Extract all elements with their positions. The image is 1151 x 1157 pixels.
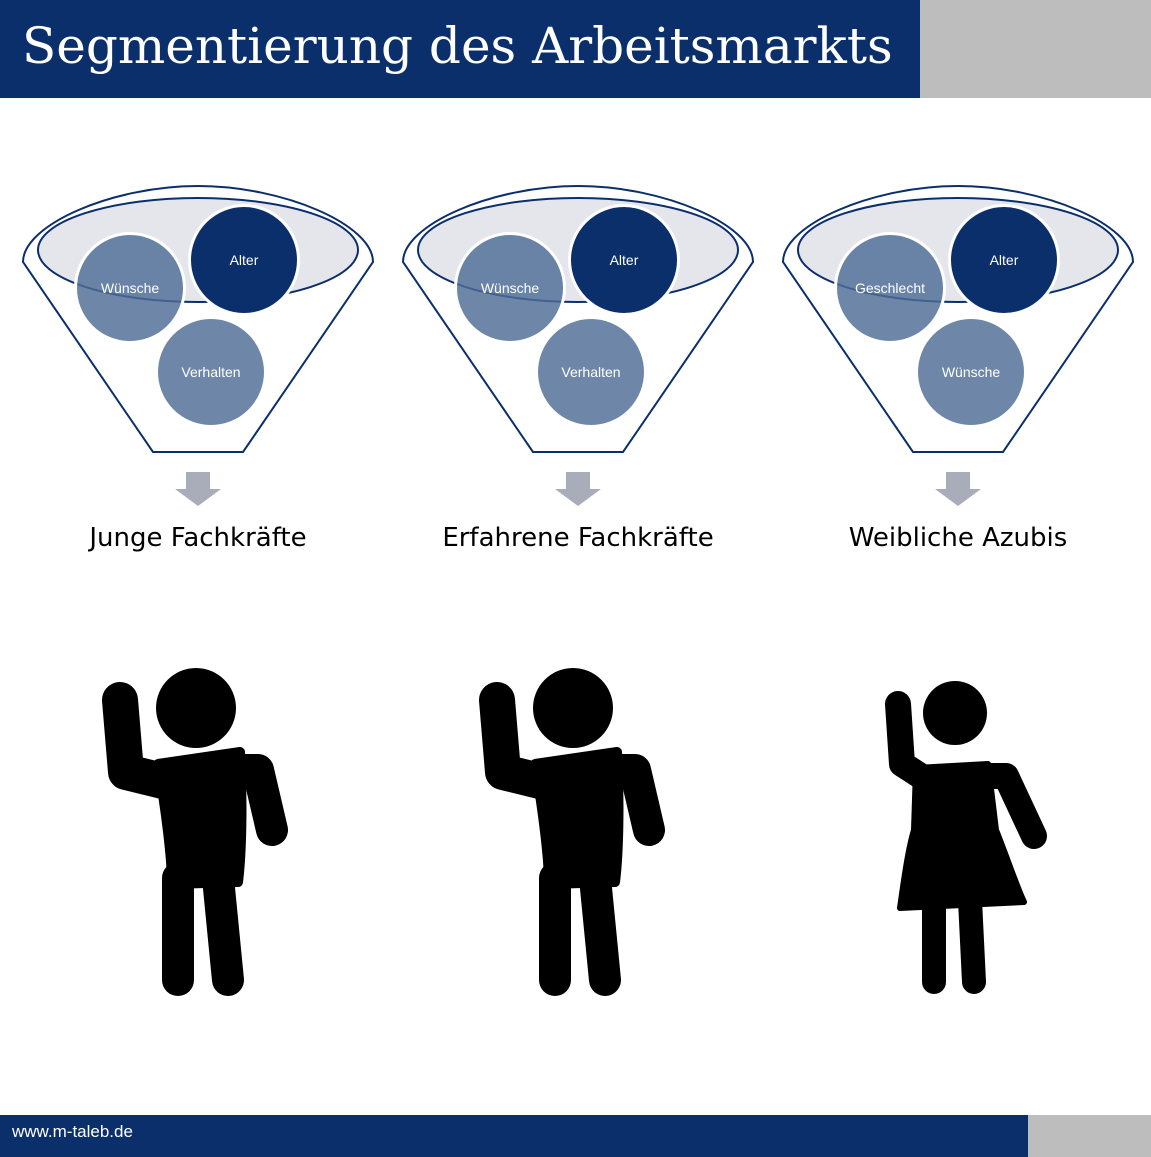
page-title: Segmentierung des Arbeitsmarkts	[22, 17, 893, 75]
criterion-circle: Wünsche	[915, 316, 1027, 428]
criterion-circle: Verhalten	[535, 316, 647, 428]
funnel-3: Alter Geschlecht Wünsche	[781, 180, 1135, 470]
footer-bar	[0, 1115, 1028, 1157]
segment-label: Erfahrene Fachkräfte	[442, 523, 714, 553]
criterion-circle: Verhalten	[155, 316, 267, 428]
footer-accent	[1028, 1115, 1151, 1157]
arrow-down-icon	[175, 472, 221, 506]
male-person-icon	[102, 668, 288, 996]
criterion-circle: Geschlecht	[834, 232, 946, 344]
criterion-circle: Alter	[568, 204, 680, 316]
criterion-circle: Alter	[188, 204, 300, 316]
criterion-circle: Wünsche	[74, 232, 186, 344]
male-person-icon	[479, 668, 665, 996]
criterion-circle: Wünsche	[454, 232, 566, 344]
segment-label: Junge Fachkräfte	[89, 523, 307, 553]
header-accent	[920, 0, 1151, 98]
segment-label: Weibliche Azubis	[848, 523, 1068, 553]
header-bar	[0, 0, 920, 98]
criterion-circle: Alter	[948, 204, 1060, 316]
female-person-icon	[885, 681, 1047, 994]
arrow-down-icon	[555, 472, 601, 506]
arrow-down-icon	[935, 472, 981, 506]
footer-url-link[interactable]: www.m-taleb.de	[12, 1122, 133, 1141]
funnel-2: Alter Wünsche Verhalten	[401, 180, 755, 470]
funnel-1: Alter Wünsche Verhalten	[21, 180, 375, 470]
